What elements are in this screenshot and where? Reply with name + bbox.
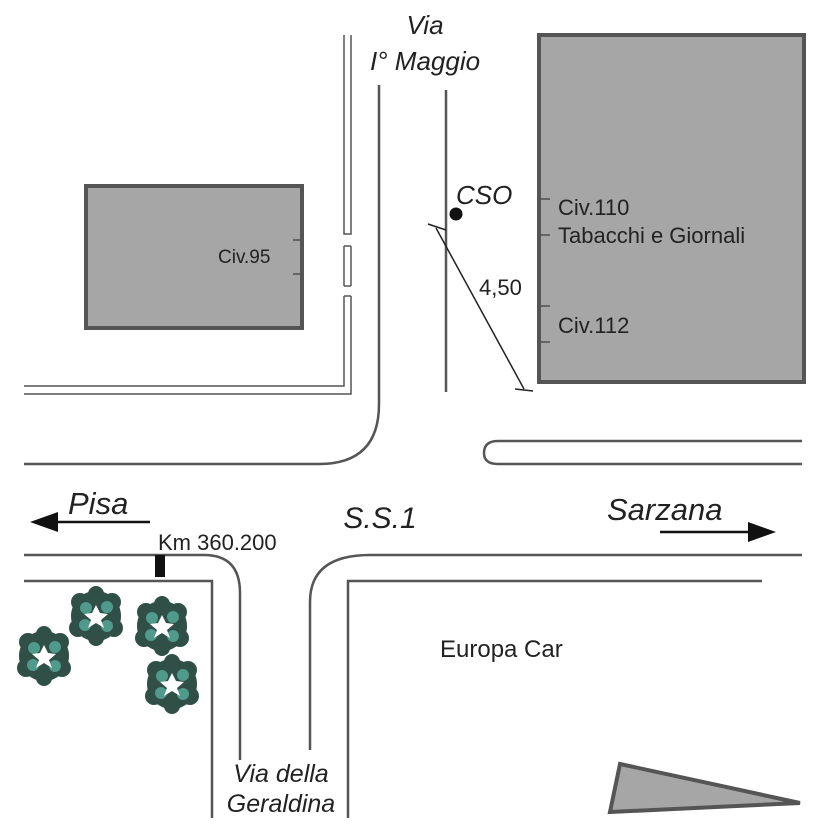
- arrow-left-icon: [30, 512, 150, 532]
- ss1-south-curb-east: [308, 553, 802, 750]
- ss1-south-curb: [24, 553, 242, 760]
- median-island: [482, 439, 802, 466]
- direction-label-sarzana: Sarzana: [607, 492, 722, 527]
- label-europa-car: Europa Car: [440, 636, 563, 663]
- via-maggio-west-curb: [24, 85, 381, 466]
- ss1-south-curb-east-inner: [346, 579, 762, 818]
- building-civ110-112: [537, 33, 806, 384]
- corner-wedge: [607, 761, 801, 815]
- label-civ95: Civ.95: [218, 247, 270, 268]
- label-tabacchi: Tabacchi e Giornali: [558, 223, 745, 248]
- arrow-right-icon: [660, 522, 776, 542]
- street-label-via-maggio: I° Maggio: [370, 46, 480, 76]
- building-civ95: [84, 184, 304, 330]
- direction-label-pisa: Pisa: [68, 486, 128, 521]
- via-maggio-sidewalk: [24, 35, 352, 395]
- distance-measure: [427, 223, 534, 392]
- street-label-ss1: S.S.1: [343, 502, 416, 535]
- building-ticks: [293, 198, 550, 343]
- ss1-south-curb-inner: [24, 579, 214, 818]
- tree-icon: [145, 654, 199, 714]
- km-marker-post: [155, 555, 165, 577]
- cso-point-icon: [449, 207, 463, 221]
- tree-icon: [135, 596, 189, 656]
- label-cso: CSO: [456, 180, 512, 210]
- tree-icon: [69, 586, 123, 646]
- label-civ112: Civ.112: [558, 313, 629, 338]
- label-distance: 4,50: [479, 275, 522, 300]
- street-label-via-geraldina: Via della: [233, 760, 329, 788]
- label-civ110: Civ.110: [558, 195, 629, 220]
- street-label-via-geraldina: Geraldina: [227, 790, 335, 818]
- tree-icon: [17, 626, 71, 686]
- street-label-via-maggio: Via: [406, 10, 443, 40]
- label-km-marker: Km 360.200: [158, 530, 277, 555]
